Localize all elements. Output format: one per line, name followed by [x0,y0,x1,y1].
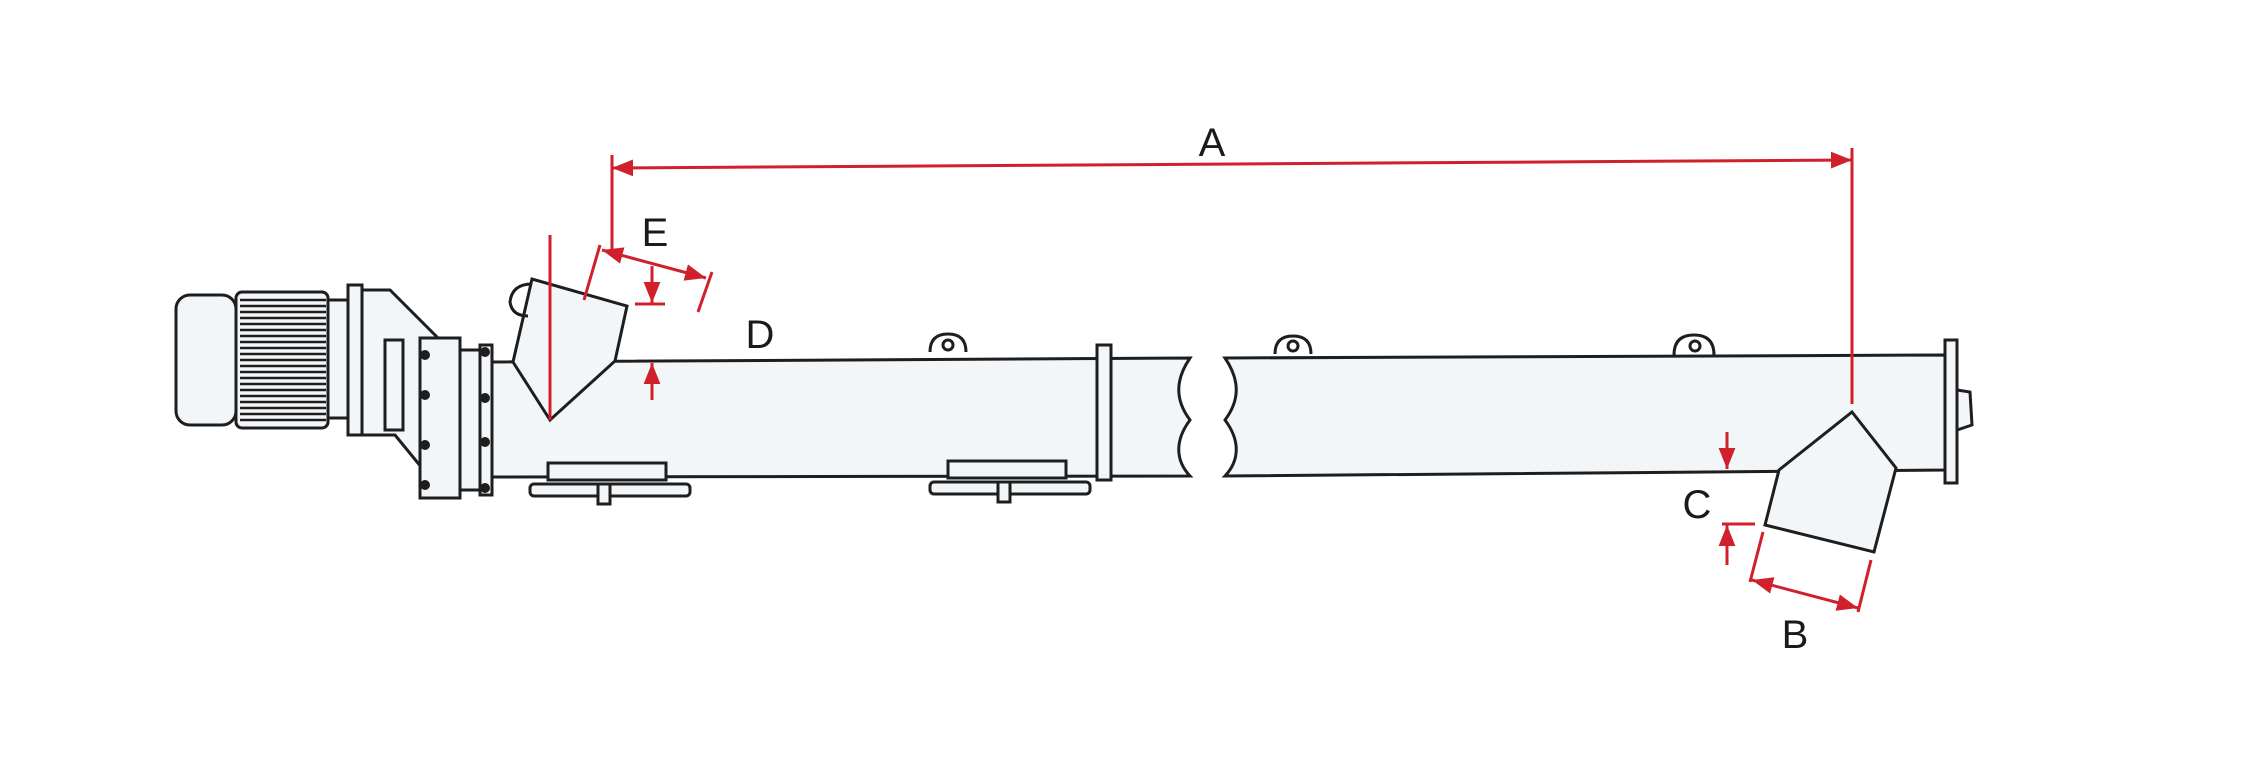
dimension-label-d: D [746,313,775,357]
dimension-label-a: A [1199,121,1226,165]
dimension-d: D [635,266,774,400]
pipe-section-left [490,277,1194,506]
gearbox [360,288,504,500]
pipe-section-right [1221,333,1974,554]
dimension-label-e: E [642,211,669,255]
dimension-label-c: C [1683,483,1712,527]
outlet-hopper [1763,409,1898,554]
dimension-b: B [1748,531,1873,657]
support-foot [528,461,692,506]
motor-fins [240,298,326,422]
support-foot [928,459,1092,504]
motor [174,283,364,437]
inlet-hopper [511,277,629,423]
dimension-label-b: B [1782,613,1809,657]
dimension-c: C [1683,432,1755,565]
dimension-e: E [582,211,714,313]
dimension-a: A [548,121,1854,420]
